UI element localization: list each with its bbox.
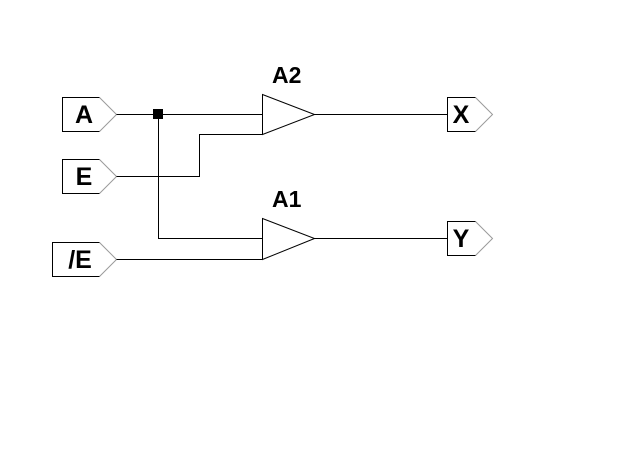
input-port-not-e[interactable]: /E xyxy=(52,242,118,277)
buffer-a1-triangle xyxy=(262,217,316,261)
port-y-arrow xyxy=(475,221,494,256)
input-port-e[interactable]: E xyxy=(62,159,118,194)
buffer-a2-triangle xyxy=(262,93,316,136)
output-port-y[interactable]: Y xyxy=(447,221,494,256)
junction-dot xyxy=(153,109,163,119)
buffer-a2-label: A2 xyxy=(272,62,301,88)
port-x-arrow xyxy=(475,97,494,132)
port-y-label: Y xyxy=(453,225,470,253)
port-e-label: E xyxy=(76,163,93,191)
port-not-e-arrow xyxy=(99,242,118,277)
port-a-arrow xyxy=(99,97,118,132)
port-not-e-label: /E xyxy=(68,246,92,274)
port-y-body xyxy=(447,221,476,256)
wire-e-to-a2[interactable] xyxy=(116,134,263,177)
output-port-x[interactable]: X xyxy=(447,97,494,132)
buffer-a1-label: A1 xyxy=(272,186,302,212)
port-x-label: X xyxy=(453,101,470,129)
buffer-a1[interactable]: A1 xyxy=(262,186,316,261)
port-e-arrow xyxy=(99,159,118,194)
buffer-a2[interactable]: A2 xyxy=(262,62,316,136)
port-a-body xyxy=(62,97,100,132)
input-port-a[interactable]: A xyxy=(62,97,118,132)
port-e-body xyxy=(62,159,100,194)
wire-a-branch-to-a1[interactable] xyxy=(158,114,263,239)
port-x-body xyxy=(447,97,476,132)
port-a-label: A xyxy=(75,101,93,129)
port-not-e-body xyxy=(52,242,100,277)
